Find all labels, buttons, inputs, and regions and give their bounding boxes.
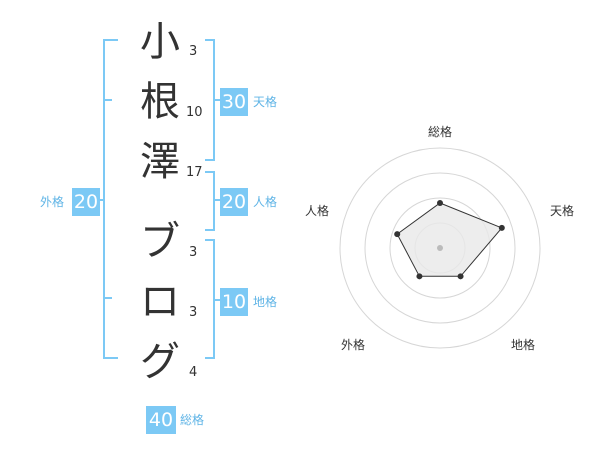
radar-axis-label-chikaku: 地格 (511, 338, 536, 352)
name-char-2: 根 (140, 79, 180, 125)
radar-point-3 (457, 273, 464, 280)
stroke-count-5: 3 (189, 305, 198, 320)
tenkaku-label: 天格 (253, 95, 278, 109)
chikaku-bracket (205, 239, 220, 359)
stroke-count-1: 3 (189, 44, 198, 59)
radar-center-dot (437, 245, 443, 251)
name-char-3: 澤 (140, 139, 180, 185)
radar-polygon (396, 202, 503, 277)
jinkaku-label: 人格 (253, 195, 278, 209)
soukaku-label: 総格 (180, 413, 205, 427)
radar-axis-label-gaikaku: 外格 (341, 338, 366, 352)
name-char-6: グ (140, 339, 180, 385)
name-char-5: ロ (140, 279, 180, 325)
radar-axis-label-jinkaku: 人格 (305, 204, 330, 218)
stroke-count-2: 10 (186, 105, 203, 120)
chikaku-value: 10 (220, 288, 248, 316)
jinkaku-bracket (205, 171, 220, 231)
stroke-count-6: 4 (189, 365, 198, 380)
radar-ring-3 (364, 172, 516, 324)
radar-ring-2 (389, 197, 491, 299)
chikaku-label: 地格 (253, 295, 278, 309)
gaikaku-value: 20 (72, 188, 100, 216)
radar-axis-label-tenkaku: 天格 (550, 204, 575, 218)
radar-ring-4 (339, 147, 541, 349)
jinkaku-value: 20 (220, 188, 248, 216)
radar-point-2 (498, 224, 505, 231)
radar-point-5 (394, 231, 401, 238)
soukaku-value: 40 (146, 406, 176, 434)
radar-points (394, 200, 505, 280)
name-char-1: 小 (140, 19, 180, 65)
stroke-count-3: 17 (186, 165, 203, 180)
gaikaku-label: 外格 (40, 195, 65, 209)
radar-point-4 (416, 273, 423, 280)
name-char-4: ブ (140, 219, 180, 265)
stroke-count-4: 3 (189, 245, 198, 260)
tenkaku-value: 30 (220, 88, 248, 116)
radar-axis-label-soukaku: 総格 (428, 125, 453, 139)
radar-point-1 (437, 200, 443, 206)
tenkaku-bracket (205, 39, 220, 161)
